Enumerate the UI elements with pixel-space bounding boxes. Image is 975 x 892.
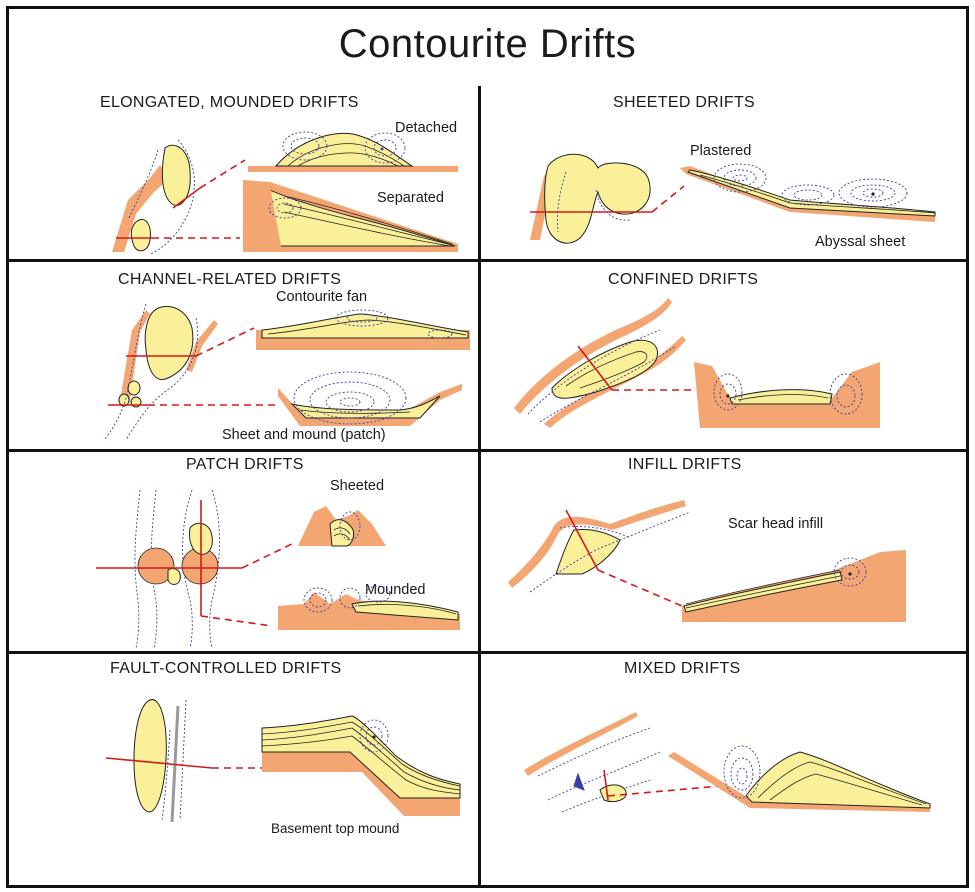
channel-plan-view — [104, 304, 278, 440]
elongated-separated-section — [243, 180, 458, 252]
patch-plan-view — [96, 490, 296, 648]
channel-fan-section — [256, 310, 470, 350]
channel-patch-section — [278, 372, 462, 426]
mixed-plan-view — [524, 712, 720, 812]
patch-sheeted-section — [298, 506, 386, 546]
sheeted-plastered-section — [680, 164, 935, 222]
fault-basement-section — [262, 716, 460, 816]
sheeted-plan-view — [530, 154, 684, 243]
infill-scar-section — [682, 550, 906, 622]
mixed-section — [668, 746, 930, 812]
patch-mounded-section — [278, 586, 460, 630]
confined-section — [694, 362, 880, 428]
fault-plan-view — [106, 700, 262, 822]
confined-plan-view — [514, 298, 692, 428]
infill-plan-view — [508, 500, 690, 606]
elongated-plan-view — [112, 140, 245, 254]
elongated-detached-section — [248, 132, 458, 172]
